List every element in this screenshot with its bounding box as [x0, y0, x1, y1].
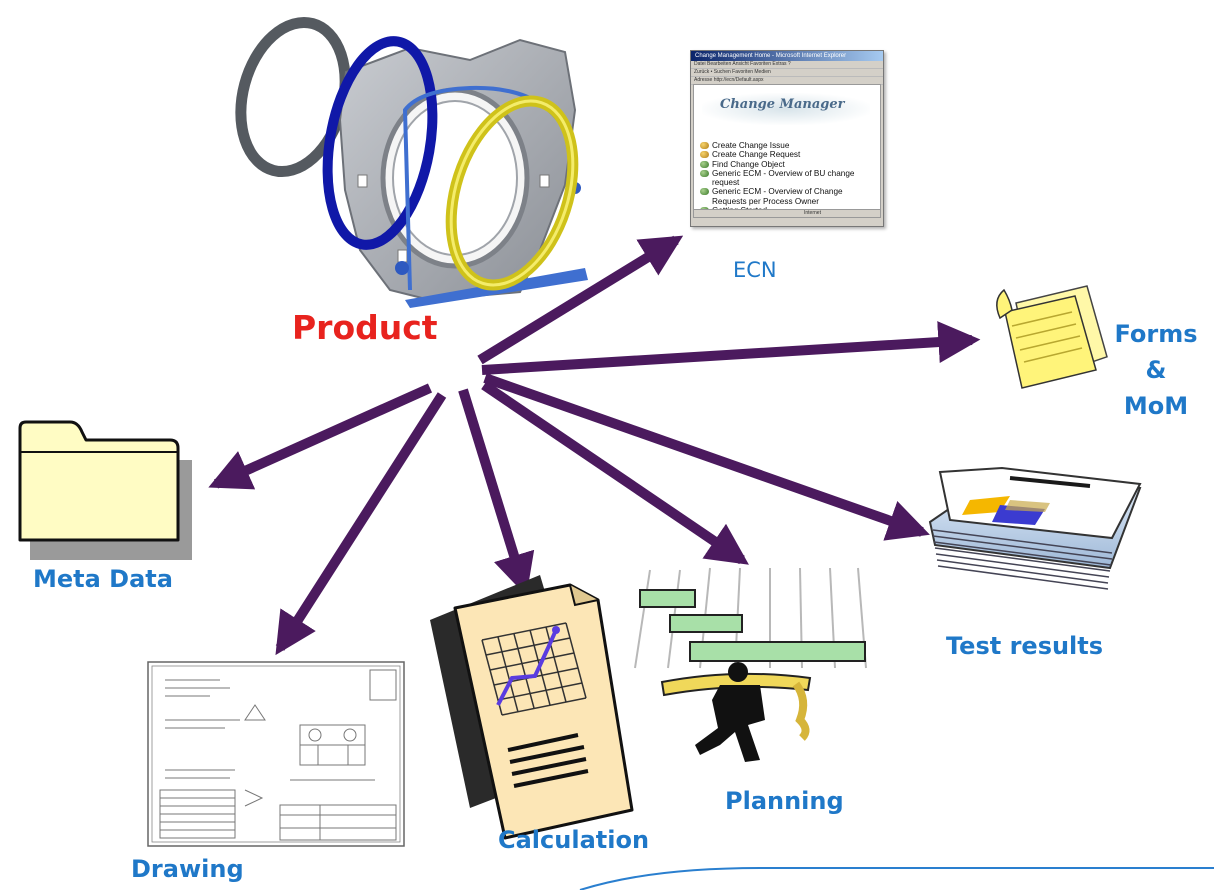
calculation-label: Calculation: [498, 826, 650, 854]
drawing-label: Drawing: [131, 855, 244, 883]
meta-data-label: Meta Data: [33, 565, 173, 593]
arrow-to-forms: [481, 321, 981, 375]
ecn-page-content: Change Manager Create Change Issue Creat…: [693, 84, 881, 218]
decorative-curve: [579, 867, 1214, 890]
arrow-to-meta-data: [208, 383, 433, 490]
overview-bullet-icon: [700, 169, 709, 177]
paper-stack-icon: [928, 466, 1142, 590]
ecn-browser-window: Change Management Home - Microsoft Inter…: [690, 50, 884, 227]
ecn-menu-item-label: Generic ECM - Overview of Change Request…: [712, 187, 843, 206]
ecn-banner: [702, 93, 870, 125]
mom-label: MoM: [1123, 392, 1189, 420]
ecn-menu-item[interactable]: Generic ECM - Overview of BU change requ…: [700, 169, 876, 188]
ecn-menu: Create Change Issue Create Change Reques…: [700, 141, 876, 215]
ecn-menu-item-label: Create Change Issue: [712, 141, 790, 150]
arrow-to-ecn: [477, 235, 684, 365]
search-bullet-icon: [700, 160, 709, 168]
ecn-heading: Change Manager: [720, 97, 845, 112]
folder-bullet-icon: [700, 151, 709, 159]
technical-drawing-icon: [147, 661, 405, 847]
arrow-to-planning: [481, 380, 749, 565]
folder-bullet-icon: [700, 142, 709, 149]
ecn-menu-item[interactable]: Find Change Object: [700, 160, 876, 169]
ecn-menu-item-label: Generic ECM - Overview of BU change requ…: [712, 168, 855, 188]
calculation-document-icon: [430, 575, 634, 840]
arrows: [208, 235, 981, 656]
arrow-to-drawing: [275, 392, 447, 656]
overview-bullet-icon: [700, 188, 709, 196]
forms-mom-label: Forms & MoM: [1106, 316, 1206, 424]
ecn-menu-item-label: Find Change Object: [712, 159, 785, 169]
gantt-icon: [634, 567, 867, 762]
ecn-menu-item[interactable]: Generic ECM - Overview of Change Request…: [700, 187, 876, 206]
ecn-toolbar: Zurück • Suchen Favoriten Medien: [691, 69, 883, 77]
forms-label: Forms: [1114, 320, 1198, 348]
folder-icon: [18, 420, 192, 560]
ecn-status-bar: Internet: [694, 209, 880, 217]
ampersand-label: &: [1145, 356, 1167, 384]
arrow-to-calculation: [458, 388, 535, 597]
ecn-window-title: Change Management Home - Microsoft Inter…: [691, 51, 883, 61]
notes-icon: [996, 285, 1108, 389]
test-results-label: Test results: [946, 632, 1104, 660]
product-label: Product: [292, 308, 438, 347]
ecn-menu-item[interactable]: Create Change Request: [700, 150, 876, 159]
ecn-menu-item-label: Create Change Request: [712, 150, 801, 160]
product-illustration: [235, 16, 588, 308]
ecn-menu-bar: Datei Bearbeiten Ansicht Favoriten Extra…: [691, 61, 883, 69]
ecn-menu-item[interactable]: Create Change Issue: [700, 141, 876, 150]
planning-label: Planning: [725, 787, 844, 815]
ecn-label: ECN: [733, 258, 777, 282]
arrow-to-test-results: [483, 373, 930, 541]
